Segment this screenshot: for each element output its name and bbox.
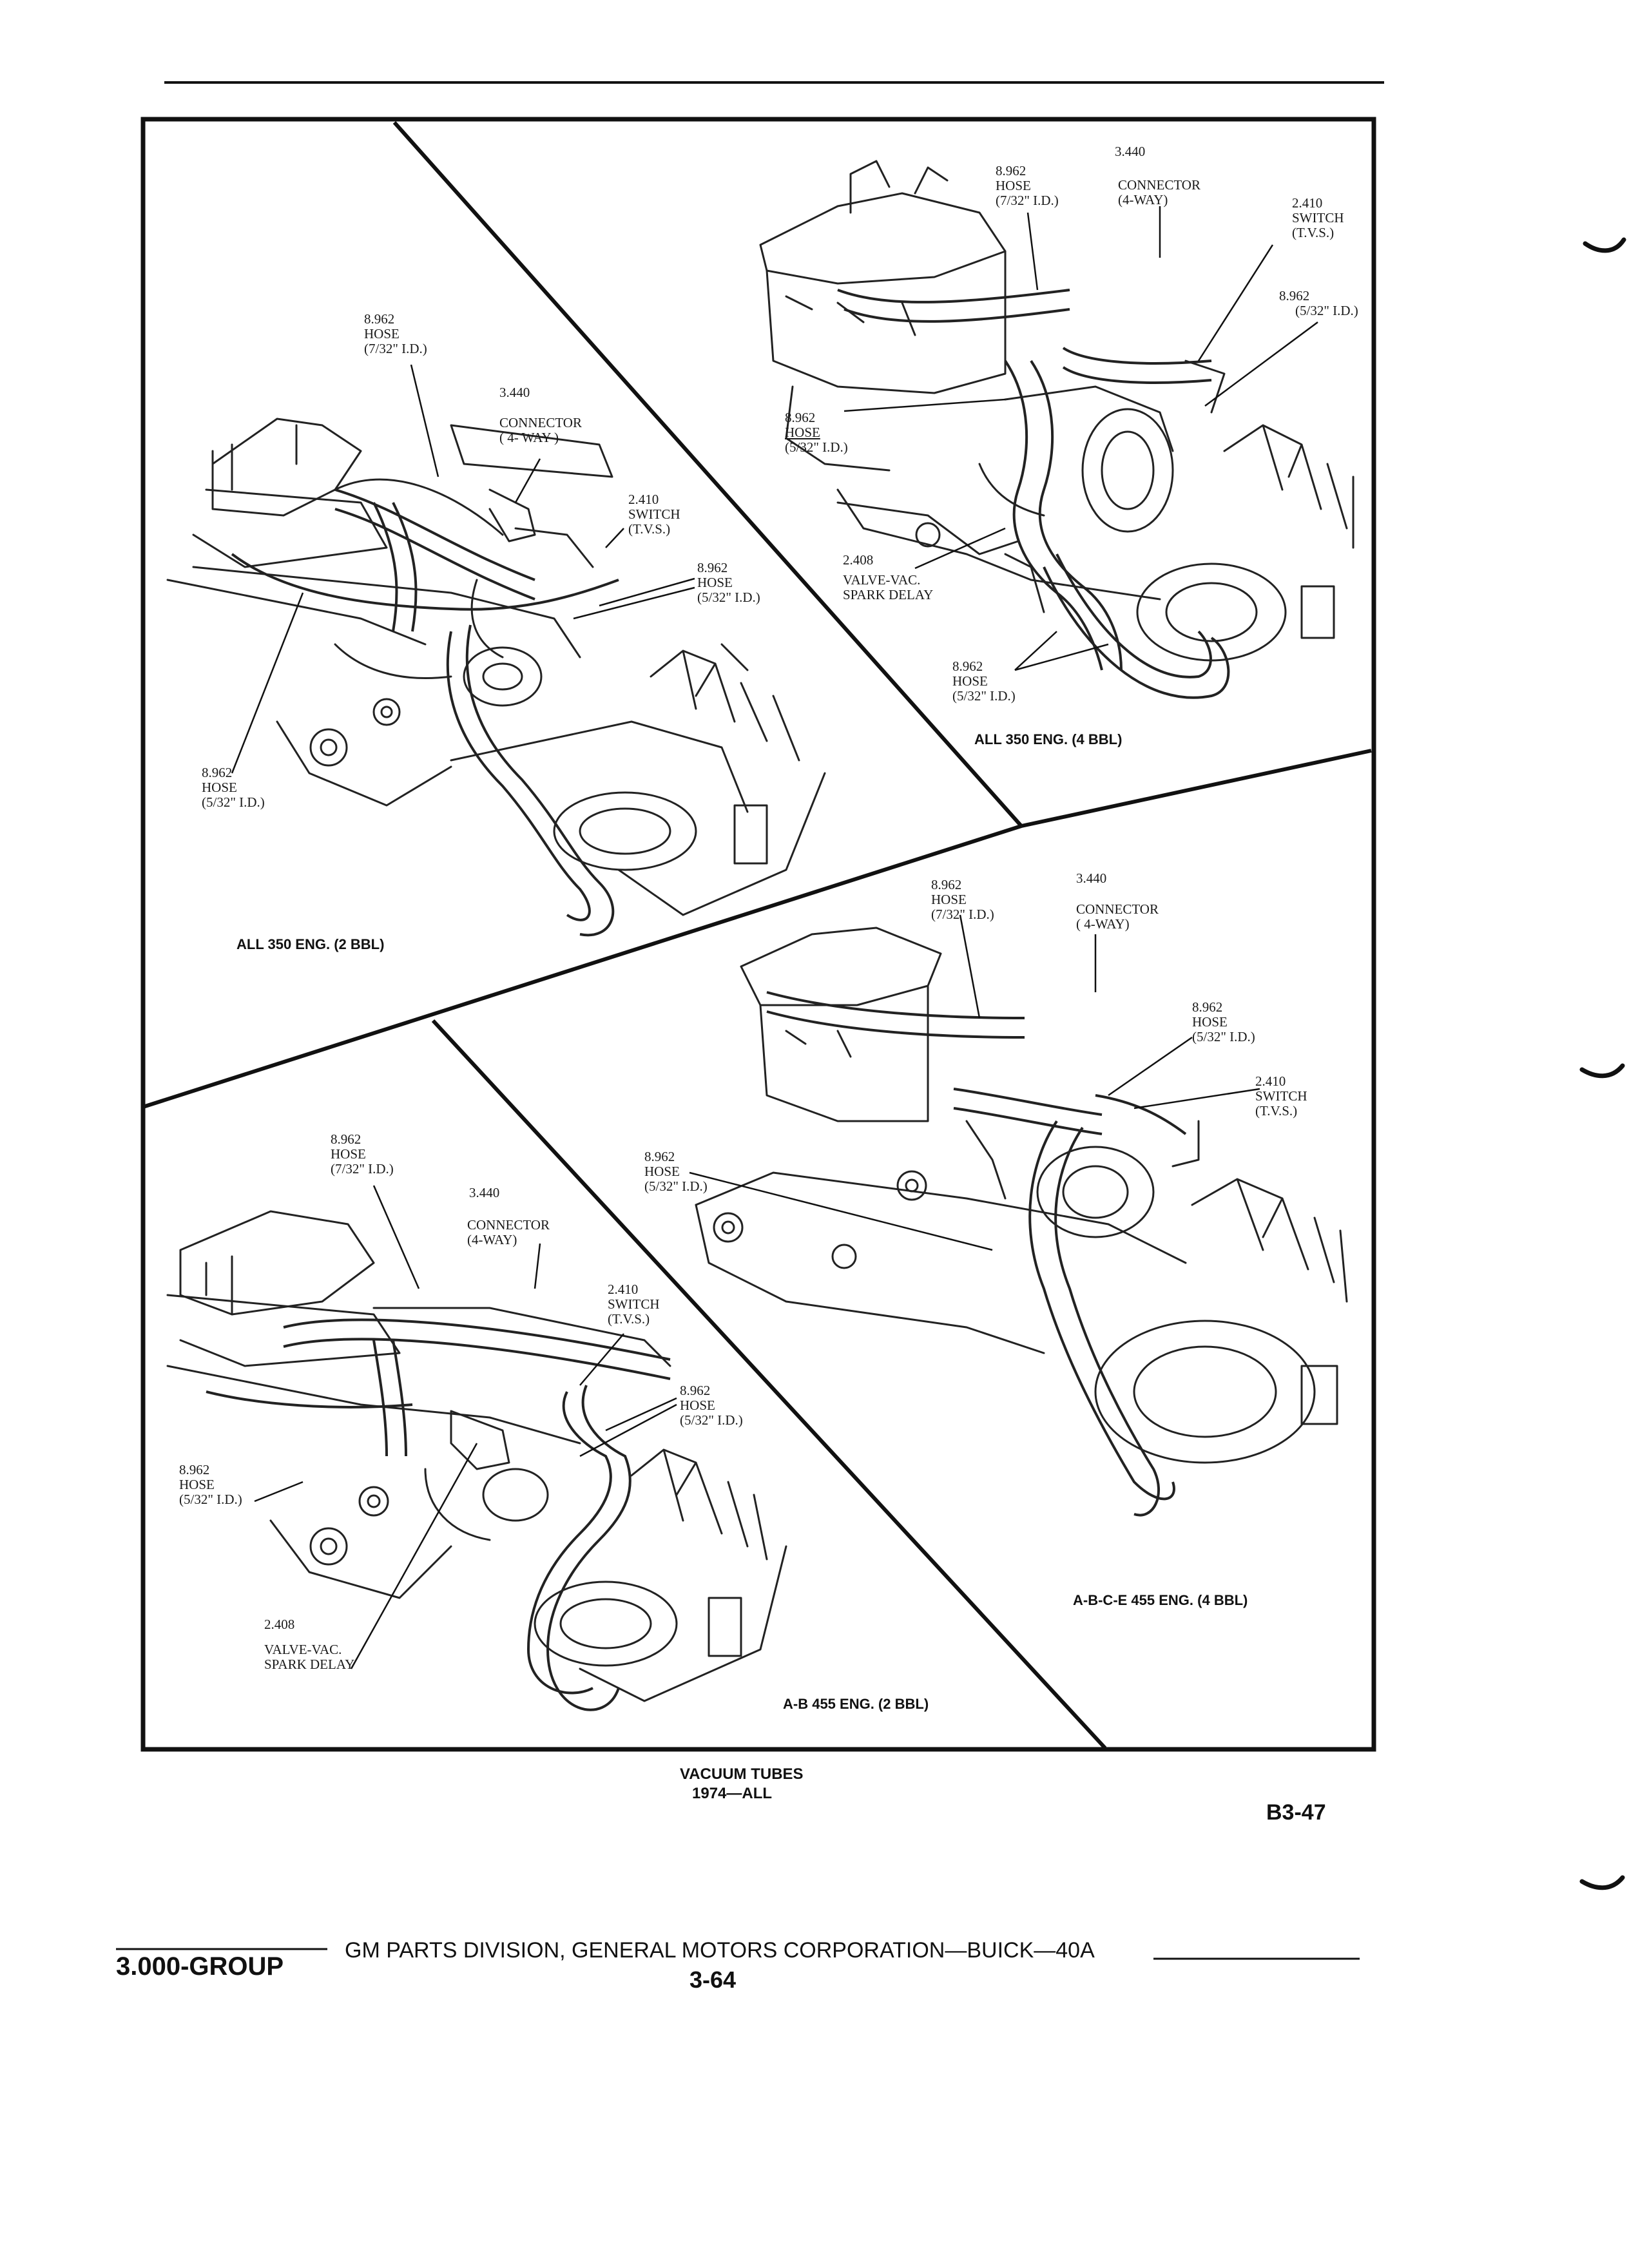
figure-frame — [140, 117, 1376, 1752]
hoses-350-2bbl — [231, 488, 619, 937]
label-connector-p4: CONNECTOR(4-WAY) — [467, 1217, 550, 1247]
engine-drawing-455-2bbl — [166, 1210, 787, 1702]
label-connector-number-p1: 3.440 — [499, 385, 530, 400]
leaders-455-4bbl — [689, 914, 1260, 1251]
caption-455-4bbl: A-B-C-E 455 ENG. (4 BBL) — [1073, 1592, 1248, 1608]
caption-350-4bbl: ALL 350 ENG. (4 BBL) — [974, 731, 1123, 747]
hoses-455-2bbl — [206, 1318, 671, 1711]
hoses-350-4bbl — [837, 289, 1230, 699]
label-connector-p1: CONNECTOR( 4- WAY ) — [499, 415, 582, 445]
engine-drawing-350-2bbl — [166, 418, 826, 916]
leaders-350-2bbl — [231, 364, 695, 774]
caption-350-2bbl: ALL 350 ENG. (2 BBL) — [236, 936, 385, 952]
engine-drawing-455-4bbl — [695, 927, 1348, 1464]
footer-group: 3.000-GROUP — [116, 1952, 284, 1981]
binding-marks — [1579, 237, 1626, 1890]
label-connector-number-p3: 3.440 — [1076, 870, 1107, 886]
figure-subtitle: 1974—ALL — [692, 1785, 773, 1802]
label-connector-number-p2: 3.440 — [1115, 144, 1146, 159]
leaders-350-4bbl — [843, 206, 1318, 671]
label-connector-p3: CONNECTOR( 4-WAY) — [1076, 901, 1159, 932]
footer-page-number: 3-64 — [689, 1966, 737, 1993]
label-connector-number-p4: 3.440 — [469, 1185, 500, 1200]
figure-title: VACUUM TUBES — [680, 1765, 804, 1783]
label-connector-p2: CONNECTOR(4-WAY) — [1118, 177, 1200, 207]
leaders-455-2bbl — [254, 1185, 677, 1669]
footer-publisher: GM PARTS DIVISION, GENERAL MOTORS CORPOR… — [345, 1938, 1095, 1963]
caption-455-2bbl: A-B 455 ENG. (2 BBL) — [783, 1696, 929, 1712]
label-hose-5-32-right-p2: 8.962(5/32" I.D.) — [1279, 288, 1358, 318]
hoses-455-4bbl — [766, 991, 1187, 1517]
figure-number: B3-47 — [1266, 1800, 1326, 1825]
panel-dividers — [142, 121, 1372, 1750]
